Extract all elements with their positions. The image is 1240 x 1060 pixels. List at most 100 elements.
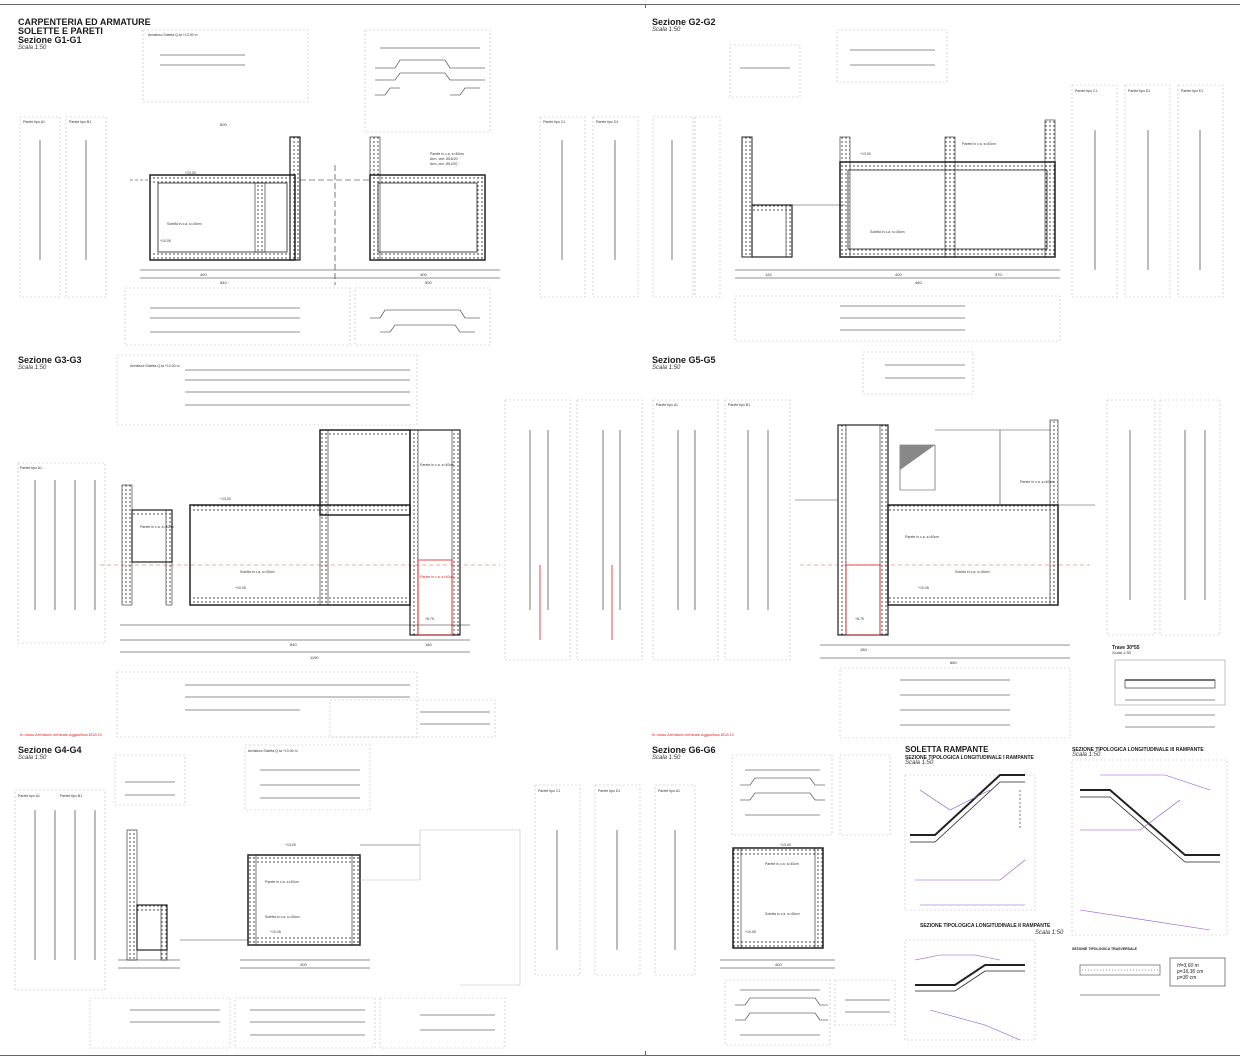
stair-info-p: p=16,36 cm (1177, 969, 1204, 975)
label-parete-c1-g2: Parete tipo C1 (543, 120, 566, 124)
dim-400-g1: 400 (200, 272, 207, 277)
label-parete-ca-g2: Parete in c.a. s=40cm (962, 142, 996, 146)
trave-title: Trave 30*55 (1112, 645, 1140, 651)
section-title-g3: Sezione G3-G3 (18, 355, 82, 365)
dim-400-g6: 400 (775, 962, 782, 967)
dim-400-g2: 400 (895, 272, 902, 277)
section-title-g6: Sezione G6-G6 (652, 745, 716, 755)
label-parete-a1-g3: Parete tipo A1 (20, 466, 42, 470)
label-parete-d1-g2b: Parete tipo D1 (1128, 89, 1151, 93)
label-arm-vert-g1: Arm. vert. Ø16/20 (430, 157, 458, 161)
section-title-g5: Sezione G5-G5 (652, 355, 716, 365)
label-parete-ca-g3b: Parete in c.a. s=40cm (140, 525, 174, 529)
section-g3-drawing (17, 354, 643, 738)
stair-info-h: H=3,60 m (1177, 963, 1199, 969)
stair-info-box: H=3,60 m p=16,36 cm p=30 cm (1177, 963, 1203, 981)
section-scale-g6: Scala 1:50 (652, 755, 681, 761)
label-parete-c1-g2b: Parete tipo C1 (1075, 89, 1098, 93)
section-scale-g4: Scala 1:50 (18, 755, 47, 761)
label-soletta-ca-g6: Soletta in c.a. s=40cm (765, 912, 800, 916)
red-note-g3: In rosso Armatura Verticale Aggiuntiva Ø… (20, 732, 102, 737)
sheet-border-divider (645, 4, 646, 8)
header-line1: CARPENTERIA ED ARMATURE (18, 17, 151, 27)
section-title-g2: Sezione G2-G2 (652, 17, 716, 27)
label-quota-1300-g2: +13.00 (860, 152, 871, 156)
label-parete-c1-g6: Parete tipo C1 (538, 789, 561, 793)
label-arm-oriz-g1: Arm. oriz. Ø12/20 (430, 162, 458, 166)
label-quota-1005-g1: +10.05 (160, 239, 171, 243)
label-soletta-ca-g5: Soletta in c.a. s=40cm (955, 570, 990, 574)
section-g1-drawing (19, 29, 500, 346)
red-note-g5: In rosso Armatura Verticale Aggiuntiva Ø… (652, 732, 734, 737)
label-parete-a1-g1: Parete tipo A1 (23, 120, 45, 124)
trave-scale: Scala 1:50 (1112, 650, 1131, 655)
soletta-sec1: SEZIONE TIPOLOGICA LONGITUDINALE I RAMPA… (905, 755, 1034, 761)
sheet-border-top (0, 4, 1240, 5)
dim-180-g3: 180 (425, 642, 432, 647)
dim-370-g2: 370 (995, 272, 1002, 277)
sheet-border-divider-b (645, 1051, 646, 1055)
label-parete-ca-g1: Parete in c.a. s=40cm (430, 152, 464, 156)
stair-info-p2: p=30 cm (1177, 975, 1197, 981)
label-parete-d1-g6: Parete tipo D1 (598, 789, 621, 793)
label-parete-b1-g4: Parete tipo B1 (60, 794, 83, 798)
label-parete-ca-g4: Parete in c.a. s=40cm (265, 880, 299, 884)
section-g6-drawing (654, 754, 896, 1046)
label-soletta-ca-g4: Soletta in c.a. s=40cm (265, 915, 300, 919)
label-parete-ca-red-g3: Parete in c.a. s=40cm (420, 575, 454, 579)
section-scale-g2: Scala 1:50 (652, 27, 681, 33)
label-parete-b1-g1: Parete tipo B1 (69, 120, 92, 124)
label-parete-ca-g5: Parete in c.a. s=40cm (1020, 480, 1054, 484)
label-parete-d1-g2: Parete tipo D1 (596, 120, 619, 124)
dim-500-g1: 500 (425, 280, 432, 285)
dim-400-g4: 400 (300, 962, 307, 967)
label-parete-ca-g6: Parete in c.a. s=40cm (765, 862, 799, 866)
soletta-title: SOLETTA RAMPANTE (905, 745, 989, 754)
label-parete-b1-g5: Parete tipo B1 (728, 403, 751, 407)
dim-840-g1: 840 (220, 280, 227, 285)
label-parete-e1-g2: Parete tipo E1 (1181, 89, 1204, 93)
label-soletta-ca-g1: Soletta in c.a. s=40cm (167, 222, 202, 226)
section-g4-drawing (14, 744, 641, 1049)
label-quota-1005-g4: +10.05 (270, 930, 281, 934)
label-soletta-ca-g2: Soletta in c.a. s=40cm (870, 230, 905, 234)
sheet-border-bottom (0, 1055, 1240, 1056)
section-scale-g5: Scala 1:50 (652, 365, 681, 371)
label-parete-a1-g6: Parete tipo A1 (658, 789, 680, 793)
label-quota-875-g3: +8.75 (425, 617, 434, 621)
label-soletta-arm-g1: Armatura Soletta Q.ta +13.00 m (148, 33, 198, 37)
soletta-sec2-scale: Scala 1:50 (1035, 930, 1064, 936)
section-scale-g1: Scala 1:50 (18, 45, 47, 51)
soletta-sec2: SEZIONE TIPOLOGICA LONGITUDINALE II RAMP… (920, 923, 1051, 929)
label-quota-1005-g5: +10.05 (918, 586, 929, 590)
dim-180-g5: 180 (860, 647, 867, 652)
header-line2: SOLETTE E PARETI (18, 26, 103, 36)
label-parete-a1-g4: Parete tipo A1 (18, 794, 40, 798)
label-quota-1005-g6: +10.05 (745, 930, 756, 934)
dim-1190-g3: 1190 (310, 655, 319, 660)
soletta-sec4: SEZIONE TIPOLOGICA TRASVERSALE (1072, 947, 1138, 951)
section-title-g1: Sezione G1-G1 (18, 35, 82, 45)
label-soletta-ca-g3: Soletta in c.a. s=40cm (240, 570, 275, 574)
label-quota-1300-g1: +13.00 (185, 171, 196, 175)
dim-460-g2: 460 (915, 280, 922, 285)
label-parete-a1-g5: Parete tipo A1 (656, 403, 678, 407)
dim-600-g1: 600 (220, 122, 227, 127)
label-soletta-arm-g3: Armatura Soletta Q.ta +13.00 m (130, 364, 180, 368)
soletta-sec3-scale: Scala 1:50 (1072, 752, 1101, 758)
label-parete-ca-g3: Parete in c.a. s=40cm (420, 463, 454, 467)
label-soletta-arm-g4: Armatura Soletta Q.ta +13.00 m (248, 749, 298, 753)
section-title-g4: Sezione G4-G4 (18, 745, 82, 755)
label-parete-ca-g5b: Parete in c.a. s=40cm (905, 535, 939, 539)
dim-400b-g1: 400 (420, 272, 427, 277)
soletta-sec1-scale: Scala 1:50 (905, 760, 934, 766)
section-scale-g3: Scala 1:50 (18, 365, 47, 371)
dim-880-g5: 880 (950, 660, 957, 665)
label-quota-875-g5: +8.75 (855, 617, 864, 621)
label-quota-1300-g4: +13.00 (285, 843, 296, 847)
stairs-drawing (904, 759, 1228, 1041)
section-g5-drawing (652, 351, 1226, 739)
label-quota-1300-g6: +13.00 (780, 843, 791, 847)
